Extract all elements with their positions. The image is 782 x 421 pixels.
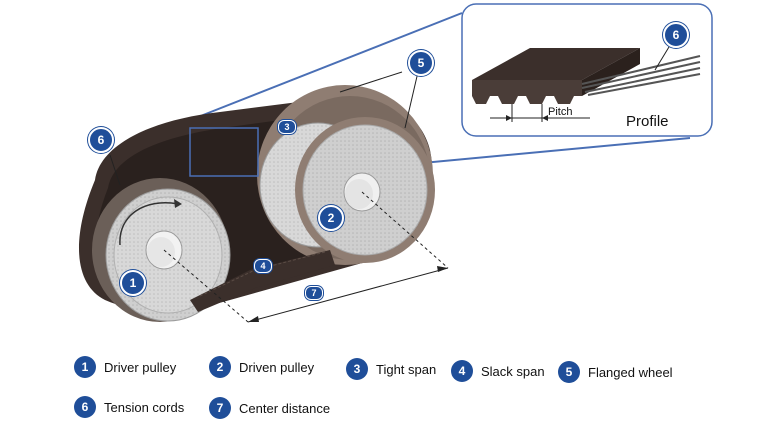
legend-item-driven-pulley: 2 Driven pulley xyxy=(209,355,314,379)
slack-span-belt xyxy=(190,250,335,312)
legend-label: Driver pulley xyxy=(104,359,177,375)
legend-item-flanged-wheel: 5 Flanged wheel xyxy=(558,360,673,384)
legend-number: 5 xyxy=(558,361,580,383)
legend-label: Tension cords xyxy=(104,399,185,415)
callout-tension-cords: 6 xyxy=(88,127,114,153)
callout-driven-pulley: 2 xyxy=(318,205,344,231)
legend-label: Driven pulley xyxy=(239,359,315,375)
legend-item-tension-cords: 6 Tension cords xyxy=(74,395,184,419)
inset-callout-tension-cords: 6 xyxy=(663,22,689,48)
profile-label: Profile xyxy=(626,113,669,130)
callout-driver-pulley: 1 xyxy=(120,270,146,296)
legend-label: Center distance xyxy=(239,400,331,416)
legend-number: 4 xyxy=(451,360,473,382)
center-line-driven xyxy=(361,191,449,269)
legend-item-slack-span: 4 Slack span xyxy=(451,359,545,383)
zoom-line-top xyxy=(197,12,463,118)
legend-number: 6 xyxy=(74,396,96,418)
callout-center-distance: 7 xyxy=(305,286,323,300)
pitch-label: Pitch xyxy=(548,106,573,118)
legend-number: 7 xyxy=(209,397,231,419)
legend-number: 1 xyxy=(74,356,96,378)
legend-item-tight-span: 3 Tight span xyxy=(346,357,436,381)
zoom-box xyxy=(189,127,259,177)
legend-number: 2 xyxy=(209,356,231,378)
center-distance-arrow xyxy=(247,267,449,323)
legend-label: Slack span xyxy=(481,363,545,379)
callout-slack-span: 4 xyxy=(254,259,272,273)
center-line-driver xyxy=(163,249,249,323)
legend-number: 3 xyxy=(346,358,368,380)
callout-flanged-wheel: 5 xyxy=(408,50,434,76)
belt-profile-inset xyxy=(461,3,713,137)
legend-item-driver-pulley: 1 Driver pulley xyxy=(74,355,176,379)
legend-label: Flanged wheel xyxy=(588,364,673,380)
callout-tight-span: 3 xyxy=(278,120,296,134)
legend-item-center-distance: 7 Center distance xyxy=(209,396,330,420)
legend-label: Tight span xyxy=(376,361,437,377)
